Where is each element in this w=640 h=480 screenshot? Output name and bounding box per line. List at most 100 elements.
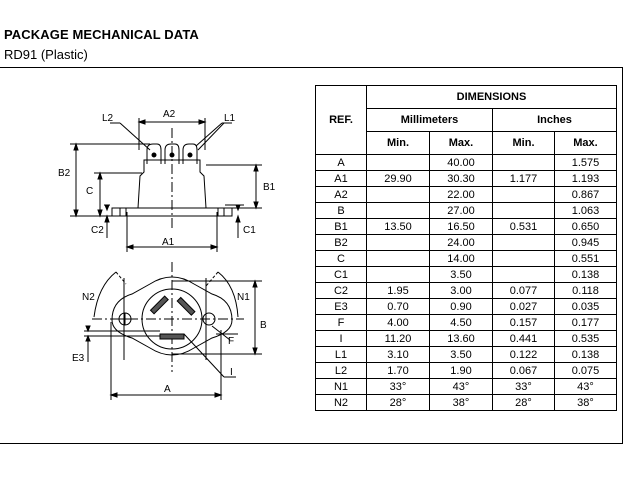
in-max-cell: 0.650	[554, 218, 617, 235]
inches-header: Inches	[492, 108, 617, 132]
mm-min-cell	[366, 250, 430, 267]
ref-cell: N2	[315, 394, 367, 411]
ref-cell: I	[315, 330, 367, 347]
in-min-cell: 0.122	[492, 346, 555, 363]
mm-max-cell: 24.00	[429, 234, 493, 251]
mm-min-header: Min.	[366, 131, 430, 155]
in-max-header: Max.	[554, 131, 617, 155]
in-max-cell: 1.063	[554, 202, 617, 219]
label-L2: L2	[102, 113, 114, 124]
in-min-cell	[492, 250, 555, 267]
in-min-cell	[492, 154, 555, 171]
mm-max-cell: 3.50	[429, 346, 493, 363]
mm-min-cell	[366, 186, 430, 203]
dimensions-table: REF. DIMENSIONS Millimeters Inches Min. …	[315, 85, 617, 411]
mm-max-cell: 13.60	[429, 330, 493, 347]
in-min-cell: 0.157	[492, 314, 555, 331]
in-max-cell: 0.867	[554, 186, 617, 203]
mm-max-cell: 40.00	[429, 154, 493, 171]
mm-max-cell: 38°	[429, 394, 493, 411]
label-A: A	[164, 384, 171, 395]
in-min-cell: 0.441	[492, 330, 555, 347]
in-max-cell: 0.138	[554, 346, 617, 363]
label-C1: C1	[243, 225, 256, 236]
label-N2: N2	[82, 292, 95, 303]
in-min-cell	[492, 234, 555, 251]
label-A1: A1	[162, 237, 175, 248]
ref-cell: A	[315, 154, 367, 171]
mm-max-header: Max.	[429, 131, 493, 155]
mm-min-cell: 33°	[366, 378, 430, 395]
mm-max-cell: 1.90	[429, 362, 493, 379]
dimensions-header: DIMENSIONS	[366, 85, 617, 109]
mm-min-cell: 1.95	[366, 282, 430, 299]
label-C2: C2	[91, 225, 104, 236]
ref-cell: E3	[315, 298, 367, 315]
millimeters-header: Millimeters	[366, 108, 493, 132]
in-min-cell	[492, 202, 555, 219]
ref-cell: A2	[315, 186, 367, 203]
mm-min-cell: 0.70	[366, 298, 430, 315]
ref-header: REF.	[315, 85, 367, 155]
in-min-cell: 1.177	[492, 170, 555, 187]
ref-cell: B1	[315, 218, 367, 235]
mm-max-cell: 3.50	[429, 266, 493, 283]
in-max-cell: 0.035	[554, 298, 617, 315]
in-min-cell	[492, 266, 555, 283]
mm-min-cell: 13.50	[366, 218, 430, 235]
ref-cell: C1	[315, 266, 367, 283]
in-min-cell: 0.067	[492, 362, 555, 379]
mm-min-cell	[366, 202, 430, 219]
mm-min-cell	[366, 266, 430, 283]
label-B: B	[260, 320, 267, 331]
ref-cell: F	[315, 314, 367, 331]
in-max-cell: 1.193	[554, 170, 617, 187]
label-I: I	[230, 367, 233, 378]
in-max-cell: 38°	[554, 394, 617, 411]
mm-min-cell: 4.00	[366, 314, 430, 331]
in-max-cell: 43°	[554, 378, 617, 395]
drawing-frame	[0, 67, 623, 444]
in-min-cell	[492, 186, 555, 203]
mm-max-cell: 4.50	[429, 314, 493, 331]
ref-cell: N1	[315, 378, 367, 395]
ref-cell: L1	[315, 346, 367, 363]
mm-max-cell: 3.00	[429, 282, 493, 299]
in-min-cell: 0.077	[492, 282, 555, 299]
table-row: B2 24.00 0.945	[315, 234, 617, 251]
ref-cell: B2	[315, 234, 367, 251]
ref-cell: C	[315, 250, 367, 267]
mm-min-cell: 1.70	[366, 362, 430, 379]
ref-cell: L2	[315, 362, 367, 379]
in-max-cell: 0.945	[554, 234, 617, 251]
mm-max-cell: 27.00	[429, 202, 493, 219]
mm-min-cell	[366, 154, 430, 171]
label-F: F	[228, 336, 234, 347]
ref-cell: A1	[315, 170, 367, 187]
in-max-cell: 0.535	[554, 330, 617, 347]
package-subtitle: RD91 (Plastic)	[4, 47, 88, 62]
label-B2: B2	[58, 168, 71, 179]
mm-min-cell	[366, 234, 430, 251]
mm-max-cell: 43°	[429, 378, 493, 395]
in-min-header: Min.	[492, 131, 555, 155]
in-min-cell: 0.027	[492, 298, 555, 315]
mm-max-cell: 30.30	[429, 170, 493, 187]
mm-min-cell: 3.10	[366, 346, 430, 363]
mm-min-cell: 11.20	[366, 330, 430, 347]
mm-max-cell: 16.50	[429, 218, 493, 235]
